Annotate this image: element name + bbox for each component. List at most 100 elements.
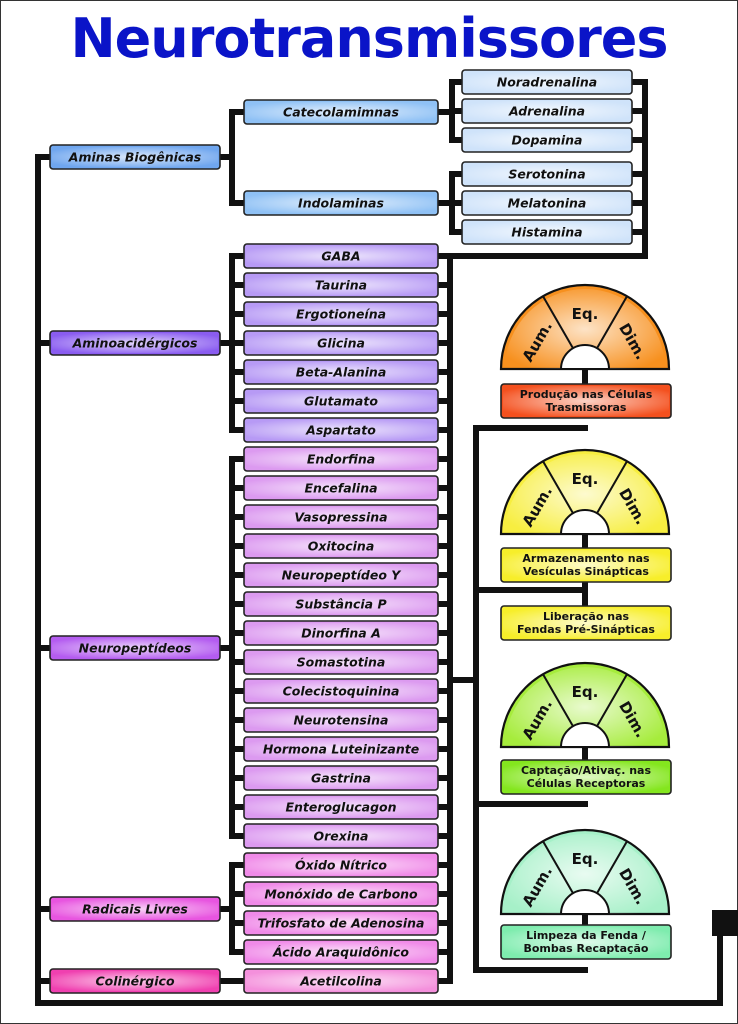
gauge: Aum.Eq.Dim. — [499, 283, 671, 371]
transmitter-item-shine — [246, 913, 436, 933]
subgroup-0[interactable]: Catecolamimnas — [243, 99, 439, 125]
transmitter-item-shine — [246, 710, 436, 730]
transmitter-item-shine — [246, 362, 436, 382]
gauge-shine — [505, 454, 665, 534]
gauge: Aum.Eq.Dim. — [499, 661, 671, 749]
group-colin-rgico-label: Colinérgico — [95, 974, 175, 989]
stage-4: Aum.Eq.Dim.Limpeza da Fenda /Bombas Reca… — [499, 828, 672, 960]
transmitter-item[interactable]: Noradrenalina — [461, 69, 633, 95]
gauge-shine — [505, 834, 665, 914]
transmitter-item-shine — [464, 101, 630, 121]
transmitter-item-shine — [246, 739, 436, 759]
gauge-label-equal: Eq. — [572, 305, 599, 323]
transmitter-item-label: Óxido Nítrico — [295, 858, 387, 873]
transmitter-item[interactable]: Dopamina — [461, 127, 633, 153]
transmitter-item[interactable]: Somastotina — [243, 649, 439, 675]
transmitter-item[interactable]: Substância P — [243, 591, 439, 617]
transmitter-item[interactable]: Óxido Nítrico — [243, 852, 439, 878]
transmitter-item[interactable]: Acetilcolina — [243, 968, 439, 994]
transmitter-item-label: Monóxido de Carbono — [264, 887, 418, 902]
transmitter-item[interactable]: Hormona Luteinizante — [243, 736, 439, 762]
gauge-label-equal: Eq. — [572, 470, 599, 488]
transmitter-item[interactable]: Vasopressina — [243, 504, 439, 530]
transmitter-item-label: Oxitocina — [308, 539, 375, 554]
group-neuropept-deos[interactable]: Neuropeptídeos — [49, 635, 221, 661]
transmitter-item[interactable]: Colecistoquinina — [243, 678, 439, 704]
group-aminas-biogenicas[interactable]: Aminas Biogênicas — [49, 144, 221, 170]
gauge-divider — [542, 460, 574, 514]
transmitter-item[interactable]: Ácido Araquidônico — [243, 939, 439, 965]
transmitter-item[interactable]: Enteroglucagon — [243, 794, 439, 820]
transmitter-item[interactable]: Neurotensina — [243, 707, 439, 733]
gauge-divider — [542, 673, 574, 727]
subgroup-1[interactable]: Indolaminas — [243, 190, 439, 216]
transmitter-item[interactable]: Endorfina — [243, 446, 439, 472]
transmitter-item-label: Orexina — [314, 829, 369, 844]
group-aminas-biogenicas-label: Aminas Biogênicas — [68, 150, 201, 165]
transmitter-item-shine — [246, 565, 436, 585]
transmitter-item-label: Enteroglucagon — [285, 800, 396, 815]
group-colin-rgico[interactable]: Colinérgico — [49, 968, 221, 994]
transmitter-item[interactable]: GABA — [243, 243, 439, 269]
group-radicais-livres-shine — [52, 899, 218, 919]
gauge-divider — [542, 295, 574, 349]
subgroup-0-label: Catecolamimnas — [283, 105, 399, 120]
transmitter-item[interactable]: Dinorfina A — [243, 620, 439, 646]
group-colin-rgico-shine — [52, 971, 218, 991]
transmitter-item-shine — [246, 652, 436, 672]
connector-lines — [35, 79, 738, 1006]
gauge-hub — [559, 889, 611, 915]
stage-box-shine — [503, 927, 669, 957]
transmitter-item-label: GABA — [321, 249, 360, 264]
transmitter-item[interactable]: Melatonina — [461, 190, 633, 216]
transmitter-item[interactable]: Oxitocina — [243, 533, 439, 559]
transmitter-item[interactable]: Beta-Alanina — [243, 359, 439, 385]
transmitter-item[interactable]: Serotonina — [461, 161, 633, 187]
stage-label-line: Bombas Recaptação — [523, 942, 648, 955]
transmitter-item-label: Endorfina — [307, 452, 375, 467]
transmitter-item-label: Gastrina — [311, 771, 371, 786]
transmitter-item-label: Melatonina — [508, 196, 587, 211]
transmitter-item[interactable]: Encefalina — [243, 475, 439, 501]
transmitter-item[interactable]: Aspartato — [243, 417, 439, 443]
transmitter-item-shine — [464, 130, 630, 150]
transmitter-item-shine — [246, 420, 436, 440]
gauge-shine — [505, 289, 665, 369]
stage-box[interactable]: Limpeza da Fenda /Bombas Recaptação — [500, 924, 672, 960]
transmitter-item[interactable]: Histamina — [461, 219, 633, 245]
transmitter-item[interactable]: Taurina — [243, 272, 439, 298]
transmitter-item[interactable]: Adrenalina — [461, 98, 633, 124]
group-radicais-livres[interactable]: Radicais Livres — [49, 896, 221, 922]
transmitter-item-shine — [246, 478, 436, 498]
transmitter-item-shine — [464, 193, 630, 213]
transmitter-item-label: Glutamato — [304, 394, 378, 409]
stage-label-line: Produção nas Células — [520, 388, 653, 401]
subgroup-0-shine — [246, 102, 436, 122]
transmitter-item[interactable]: Glicina — [243, 330, 439, 356]
gauge-hub — [559, 722, 611, 748]
stage-label-line: Liberação nas — [543, 610, 630, 623]
transmitter-item[interactable]: Neuropeptídeo Y — [243, 562, 439, 588]
transmitter-item[interactable]: Trifosfato de Adenosina — [243, 910, 439, 936]
transmitter-item-label: Serotonina — [508, 167, 585, 182]
gauge-divider — [596, 673, 628, 727]
transmitter-item-shine — [246, 246, 436, 266]
transmitter-item-shine — [246, 507, 436, 527]
transmitter-item[interactable]: Ergotioneína — [243, 301, 439, 327]
transmitter-item[interactable]: Monóxido de Carbono — [243, 881, 439, 907]
gauge-divider — [596, 460, 628, 514]
transmitter-item[interactable]: Gastrina — [243, 765, 439, 791]
gauge-divider — [596, 840, 628, 894]
transmitter-item[interactable]: Glutamato — [243, 388, 439, 414]
gauge-hub — [559, 344, 611, 370]
gauge-shine — [505, 667, 665, 747]
transmitter-item-shine — [246, 623, 436, 643]
group-aminoacid-rgicos[interactable]: Aminoacidérgicos — [49, 330, 221, 356]
transmitter-item[interactable]: Orexina — [243, 823, 439, 849]
